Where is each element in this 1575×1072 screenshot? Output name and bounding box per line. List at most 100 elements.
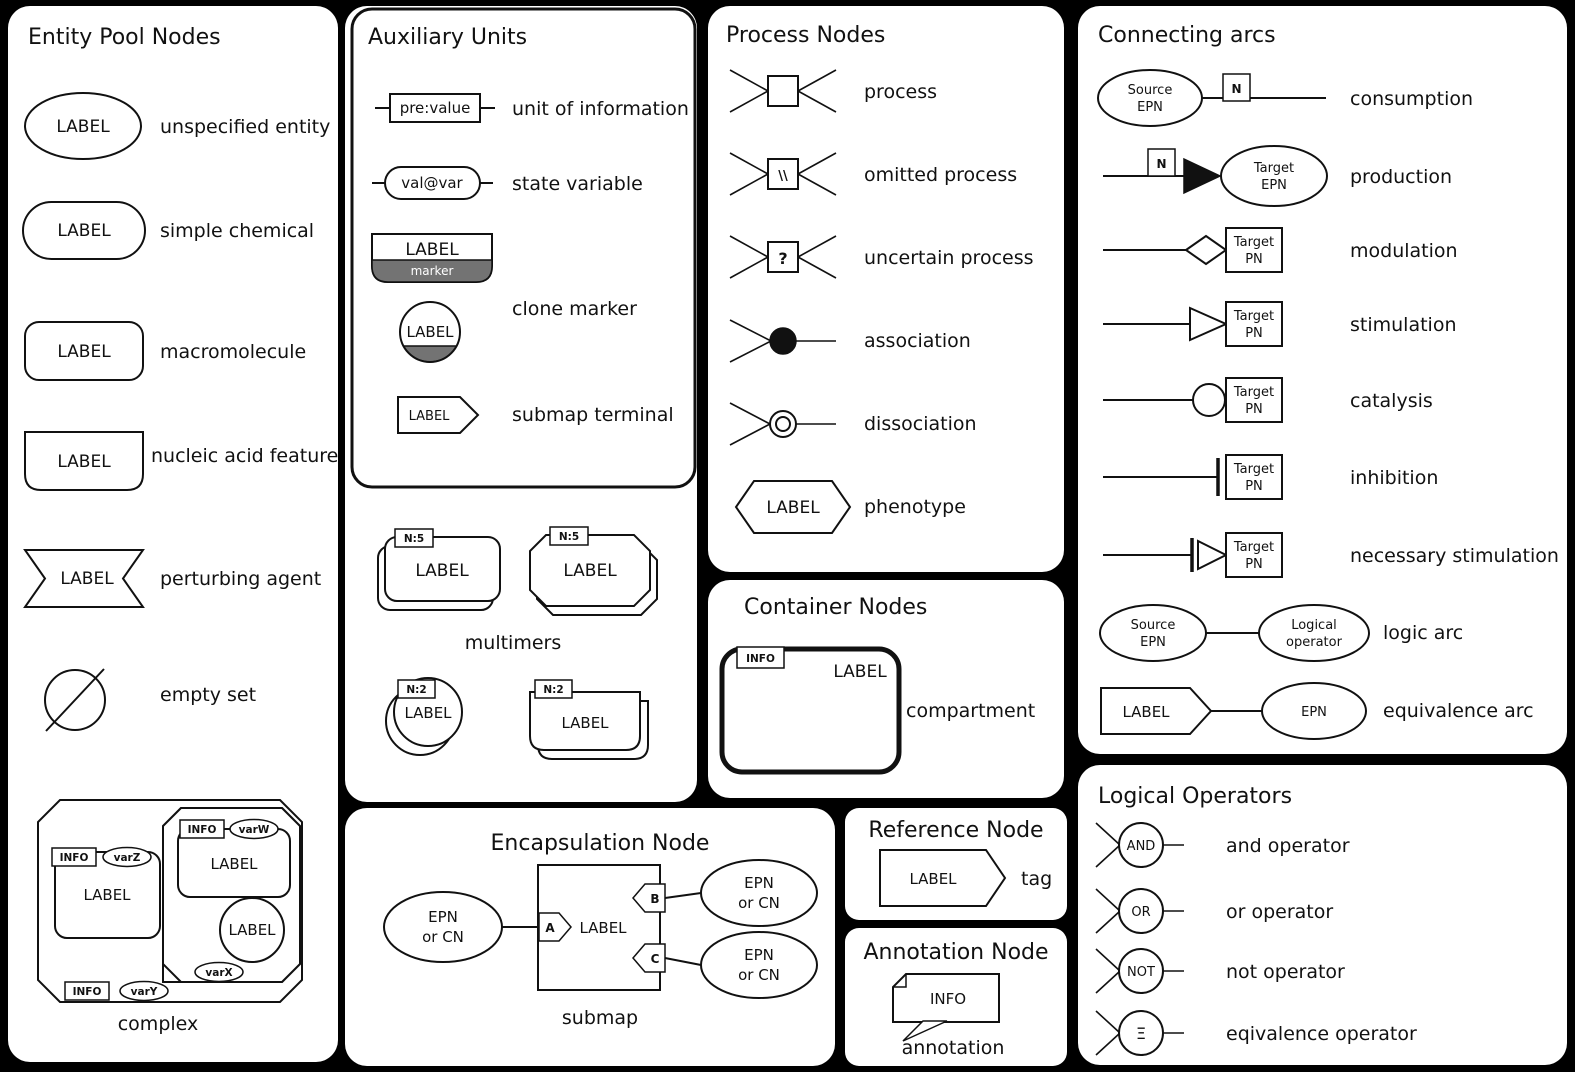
production-row: N Target EPN production <box>1103 145 1452 207</box>
item-name: macromolecule <box>160 341 306 363</box>
arc-name: stimulation <box>1350 314 1457 336</box>
glyph-label: LABEL <box>83 886 131 904</box>
glyph-symbol: ? <box>778 249 787 268</box>
item-name: phenotype <box>864 496 966 518</box>
item-name: submap terminal <box>512 404 674 426</box>
catalysis-row: Target PN catalysis <box>1103 377 1433 423</box>
macromolecule-multimer-glyph: N:5 LABEL <box>377 528 501 611</box>
svg-text:Ξ: Ξ <box>1136 1024 1146 1043</box>
annotation-node-panel: Annotation Node INFO annotation <box>845 928 1067 1066</box>
equivalence-operator-row: Ξ eqivalence operator <box>1095 1010 1417 1056</box>
cardinality-label: N:2 <box>543 684 563 696</box>
svg-text:LABEL: LABEL <box>1122 703 1170 721</box>
clone-marker-circle-glyph <box>399 301 461 363</box>
item-name: not operator <box>1226 961 1345 983</box>
source-epn-node <box>1097 69 1203 127</box>
item-name: annotation <box>902 1037 1005 1059</box>
node-label: or CN <box>422 928 464 946</box>
panel-title: Logical Operators <box>1098 784 1292 809</box>
nucleic-multimer-glyph: N:2 LABEL <box>529 679 649 760</box>
glyph-label: LABEL <box>210 855 258 873</box>
cardinality-box <box>1222 73 1251 102</box>
panel-title: Auxiliary Units <box>368 25 527 50</box>
state-variable-label: varY <box>131 986 158 998</box>
svg-text:PN: PN <box>1245 252 1263 267</box>
equivalence-arc-row: LABEL EPN equivalence arc <box>1100 682 1534 740</box>
item-name: compartment <box>906 700 1035 722</box>
cardinality-label: N:5 <box>404 533 424 545</box>
terminal-b <box>632 883 666 913</box>
macromolecule-glyph <box>24 321 144 381</box>
terminal-c-label: C <box>651 952 660 966</box>
info-unit-label: INFO <box>188 824 217 836</box>
annotation-glyph: INFO <box>892 973 1000 1042</box>
target-pn-node <box>1225 227 1283 273</box>
state-variable-unit <box>119 980 169 1002</box>
info-unit <box>64 981 110 1001</box>
arc-name: logic arc <box>1383 622 1463 644</box>
clone-marker-band <box>371 259 493 283</box>
auxiliary-units-border <box>350 7 697 489</box>
info-unit-label: INFO <box>73 986 102 998</box>
target-pn-node <box>1225 301 1283 347</box>
nucleic-acid-feature-row: LABEL nucleic acid feature <box>24 431 338 491</box>
cardinality-unit <box>397 679 436 699</box>
compartment-glyph <box>719 646 902 775</box>
complex-multimer-glyph: N:5 LABEL <box>529 526 658 616</box>
phenotype-row: LABEL phenotype <box>734 480 966 534</box>
glyph-label: pre:value <box>400 99 471 117</box>
glyph-label: LABEL <box>404 704 452 722</box>
state-variable-row: val@var state variable <box>372 166 643 200</box>
item-name: unspecified entity <box>160 116 330 138</box>
svg-text:Logical: Logical <box>1291 618 1337 633</box>
complex-glyph: LABEL INFO varZ LABEL INFO varW LABEL va… <box>37 799 303 1035</box>
marker-label: marker <box>411 264 454 278</box>
item-name: association <box>864 330 971 352</box>
modulation-row: Target PN modulation <box>1103 227 1458 273</box>
connecting-arcs-panel: Connecting arcs Source EPN N consumption… <box>1078 6 1567 754</box>
glyph-label: LABEL <box>579 919 627 937</box>
tag-glyph <box>879 849 1007 907</box>
terminal-a-label: A <box>545 921 555 935</box>
item-name: uncertain process <box>864 247 1034 269</box>
arc-name: production <box>1350 166 1452 188</box>
submap-glyph: EPN or CN LABEL A B C EPN or CN EPN or C… <box>383 859 818 999</box>
glyph-label: LABEL <box>405 240 459 260</box>
phenotype-glyph <box>734 480 852 534</box>
association-glyph <box>769 327 797 355</box>
uncertain-process-glyph <box>767 241 799 273</box>
svg-text:EPN: EPN <box>1301 705 1327 720</box>
macromolecule-row: LABEL macromolecule <box>24 321 306 381</box>
svg-text:Source: Source <box>1131 618 1176 633</box>
state-variable-label: varZ <box>114 852 141 864</box>
arc-name: equivalence arc <box>1383 700 1534 722</box>
modulation-diamond-icon <box>1184 234 1228 266</box>
reference-node-panel: Reference Node LABEL tag <box>845 808 1067 920</box>
clone-marker-row: LABEL marker clone marker LABEL <box>371 233 637 363</box>
perturbing-agent-glyph <box>23 549 145 608</box>
node-label: or CN <box>738 966 780 984</box>
compartment-row: INFO LABEL compartment <box>719 646 1035 775</box>
svg-text:N: N <box>1156 157 1166 171</box>
cardinality-unit <box>534 679 573 699</box>
item-name: or operator <box>1226 901 1333 923</box>
top-right-epn-node <box>700 859 818 927</box>
or-operator-glyph <box>1118 888 1164 934</box>
consumption-row: Source EPN N consumption <box>1097 69 1473 127</box>
tag-glyph <box>1100 687 1213 735</box>
terminal-b-label: B <box>650 892 659 906</box>
necessary-stimulation-row: Target PN necessary stimulation <box>1103 532 1559 578</box>
annotation-fold <box>893 974 907 988</box>
logic-arc-row: Source EPN Logical operator logic arc <box>1099 604 1463 662</box>
svg-text:Target: Target <box>1233 235 1274 250</box>
info-unit <box>736 646 785 669</box>
state-variable-unit <box>194 961 244 983</box>
info-unit <box>51 847 97 867</box>
encapsulation-panel: Encapsulation Node EPN or CN LABEL A B C… <box>345 808 835 1066</box>
process-row: process <box>729 69 937 113</box>
left-epn-node <box>383 891 503 963</box>
process-nodes-panel: Process Nodes process \\ omitted process <box>708 6 1064 572</box>
state-variable-label: varX <box>205 967 232 979</box>
source-epn-node <box>1099 604 1207 662</box>
